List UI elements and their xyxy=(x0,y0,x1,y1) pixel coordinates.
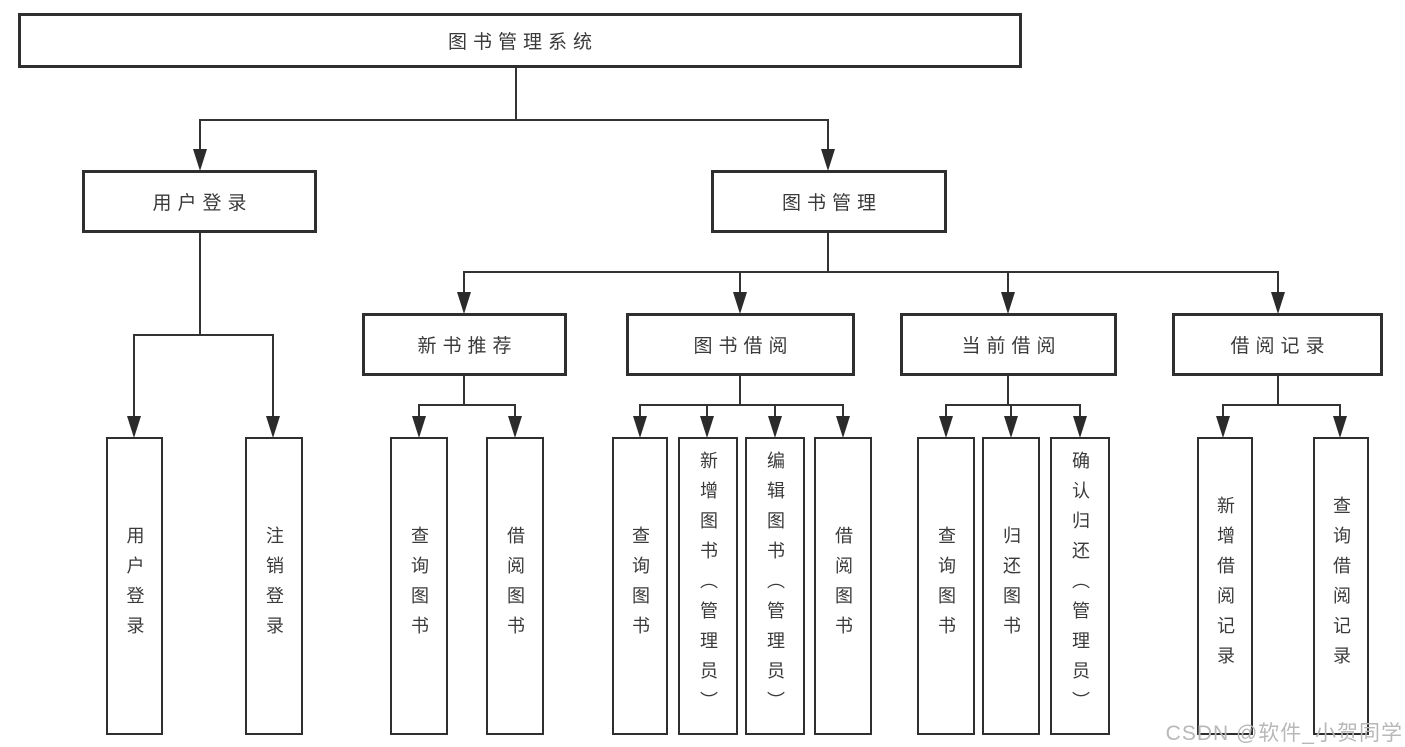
leaf-records-add-record: 新增借阅记录 xyxy=(1197,437,1253,735)
node-book-borrow: 图书借阅 xyxy=(626,313,855,376)
node-current-borrow: 当前借阅 xyxy=(900,313,1117,376)
csdn-watermark: CSDN @软件_小贺同学 xyxy=(1165,722,1403,745)
leaf-current-confirm-return-admin: 确认归还（管理员） xyxy=(1050,437,1110,735)
node-borrow-records: 借阅记录 xyxy=(1172,313,1383,376)
node-root-book-management-system: 图书管理系统 xyxy=(18,13,1022,68)
node-user-login: 用户登录 xyxy=(82,170,317,233)
leaf-recommend-borrow-books: 借阅图书 xyxy=(486,437,544,735)
node-new-book-recommend: 新书推荐 xyxy=(362,313,567,376)
leaf-borrow-edit-books-admin: 编辑图书（管理员） xyxy=(745,437,805,735)
leaf-user-login: 用户登录 xyxy=(106,437,163,735)
leaf-borrow-borrow-books: 借阅图书 xyxy=(814,437,872,735)
leaf-current-query-books: 查询图书 xyxy=(917,437,975,735)
arrowheads xyxy=(127,149,1347,438)
leaf-borrow-add-books-admin: 新增图书（管理员） xyxy=(678,437,738,735)
leaf-borrow-query-books: 查询图书 xyxy=(612,437,668,735)
leaf-current-return-books: 归还图书 xyxy=(982,437,1040,735)
node-book-management: 图书管理 xyxy=(711,170,947,233)
leaf-recommend-query-books: 查询图书 xyxy=(390,437,448,735)
leaf-records-query-record: 查询借阅记录 xyxy=(1313,437,1369,735)
leaf-logout: 注销登录 xyxy=(245,437,303,735)
